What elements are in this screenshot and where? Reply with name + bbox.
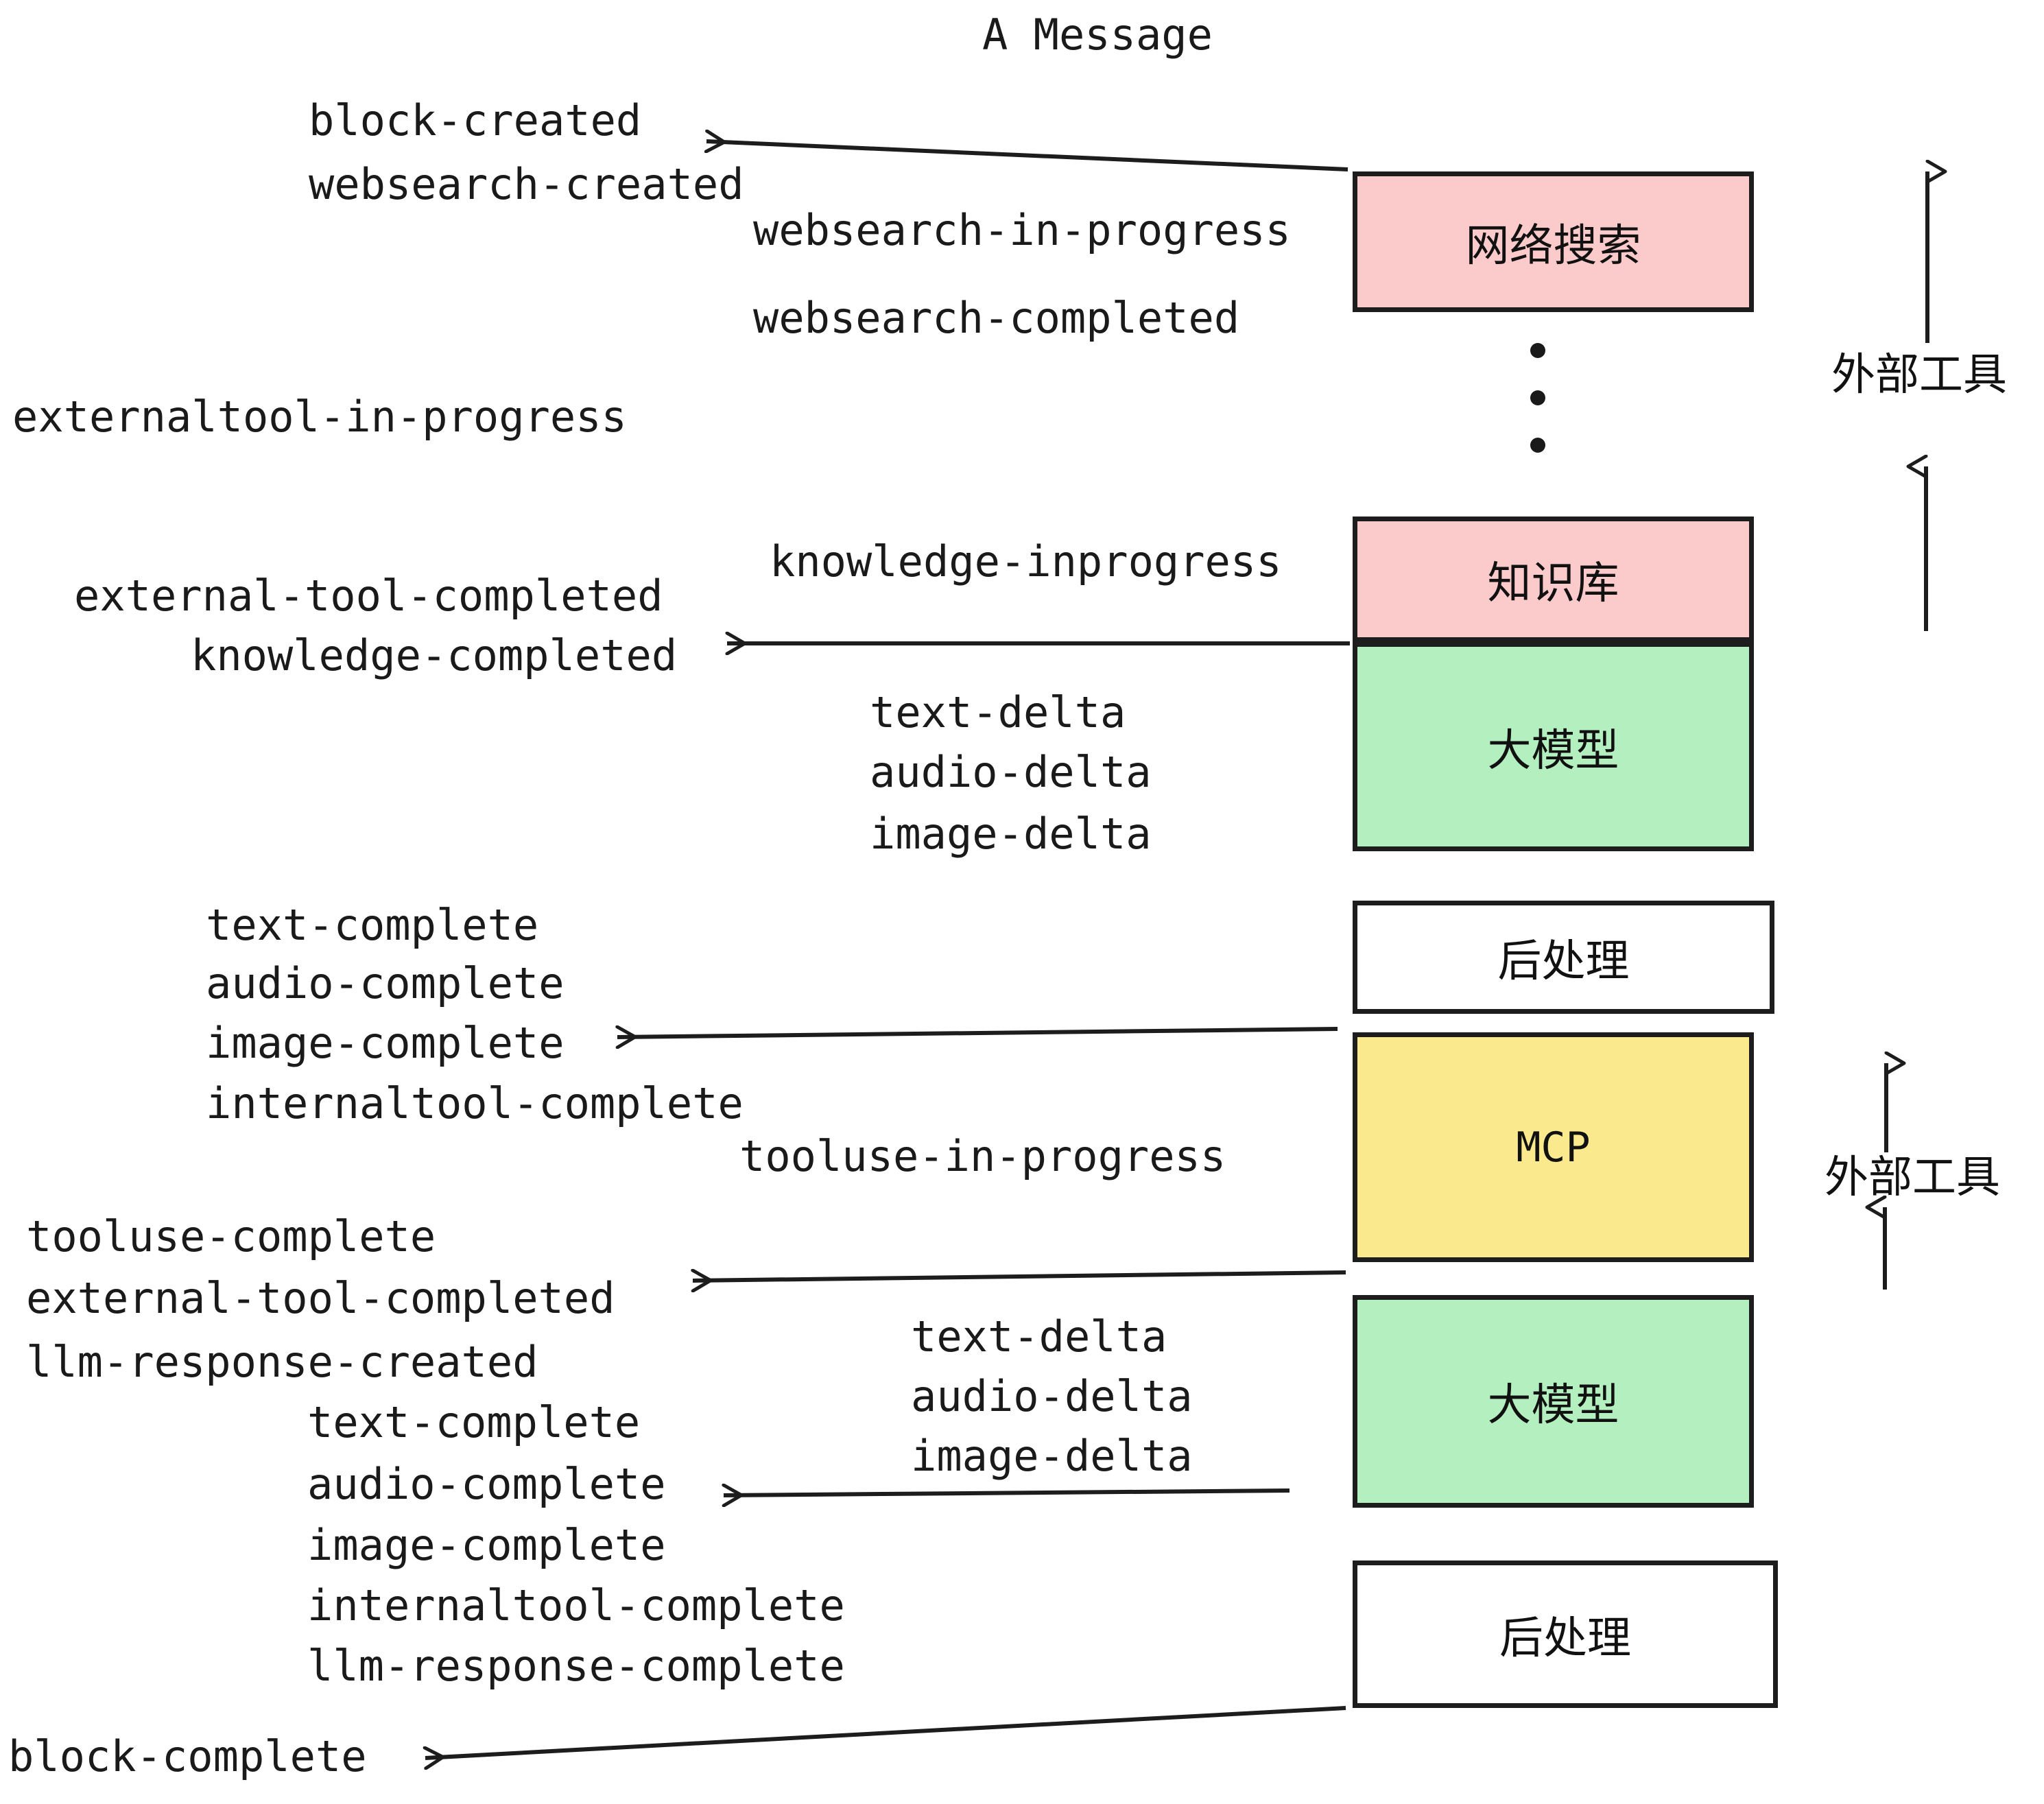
box-postprocess-2-label: 后处理 <box>1499 1613 1631 1664</box>
box-websearch-label: 网络搜索 <box>1465 220 1641 272</box>
event-image-complete-1: image-complete <box>206 1018 565 1068</box>
event-text-delta-1: text-delta <box>870 687 1126 737</box>
event-websearch-completed: websearch-completed <box>753 293 1240 343</box>
event-internaltool-complete-2: internaltool-complete <box>307 1580 845 1630</box>
event-block-created: block-created <box>309 95 642 145</box>
box-postprocess-1-label: 后处理 <box>1497 936 1630 987</box>
box-llm-2-label: 大模型 <box>1487 1380 1619 1431</box>
event-tooluse-in-progress: tooluse-in-progress <box>739 1131 1226 1181</box>
box-knowledge[interactable]: 知识库 <box>1353 517 1754 642</box>
event-image-delta-2: image-delta <box>911 1431 1193 1481</box>
dot-3 <box>1530 438 1545 453</box>
event-text-complete-2: text-complete <box>307 1397 641 1447</box>
event-knowledge-completed: knowledge-completed <box>191 630 678 680</box>
event-internaltool-complete-1: internaltool-complete <box>206 1078 744 1128</box>
event-image-delta-1: image-delta <box>870 809 1152 859</box>
event-image-complete-2: image-complete <box>307 1520 666 1570</box>
ellipsis-dots <box>1530 343 1546 453</box>
event-llm-response-complete: llm-response-complete <box>307 1641 845 1691</box>
event-tooluse-complete: tooluse-complete <box>26 1211 436 1261</box>
box-mcp[interactable]: MCP <box>1353 1032 1754 1262</box>
box-llm-1-label: 大模型 <box>1487 725 1619 776</box>
event-websearch-in-progress: websearch-in-progress <box>753 205 1291 255</box>
event-audio-delta-2: audio-delta <box>911 1371 1193 1421</box>
box-knowledge-label: 知识库 <box>1487 558 1619 609</box>
event-knowledge-inprogress: knowledge-inprogress <box>770 536 1282 586</box>
page-title: A Message <box>982 10 1213 60</box>
box-postprocess-2[interactable]: 后处理 <box>1353 1560 1778 1708</box>
box-llm-2[interactable]: 大模型 <box>1353 1295 1754 1508</box>
event-external-tool-completed-1: external-tool-completed <box>74 571 663 621</box>
event-audio-complete-1: audio-complete <box>206 958 565 1008</box>
event-audio-delta-1: audio-delta <box>870 747 1152 797</box>
event-block-complete: block-complete <box>8 1731 367 1781</box>
event-audio-complete-2: audio-complete <box>307 1459 666 1509</box>
box-websearch[interactable]: 网络搜索 <box>1353 171 1754 312</box>
annotation-external-tools-bottom: 外部工具 <box>1825 1152 2000 1203</box>
event-text-delta-2: text-delta <box>911 1312 1167 1362</box>
box-postprocess-1[interactable]: 后处理 <box>1353 901 1774 1014</box>
event-llm-response-created: llm-response-created <box>26 1337 538 1387</box>
annotation-external-tools-top: 外部工具 <box>1831 350 2007 401</box>
dot-1 <box>1530 343 1545 358</box>
event-text-complete-1: text-complete <box>206 900 539 950</box>
event-externaltool-in-progress: externaltool-in-progress <box>12 392 627 442</box>
event-external-tool-completed-2: external-tool-completed <box>26 1273 615 1323</box>
dot-2 <box>1530 390 1545 405</box>
box-mcp-label: MCP <box>1516 1123 1591 1172</box>
box-llm-1[interactable]: 大模型 <box>1353 642 1754 851</box>
event-websearch-created: websearch-created <box>309 159 744 209</box>
